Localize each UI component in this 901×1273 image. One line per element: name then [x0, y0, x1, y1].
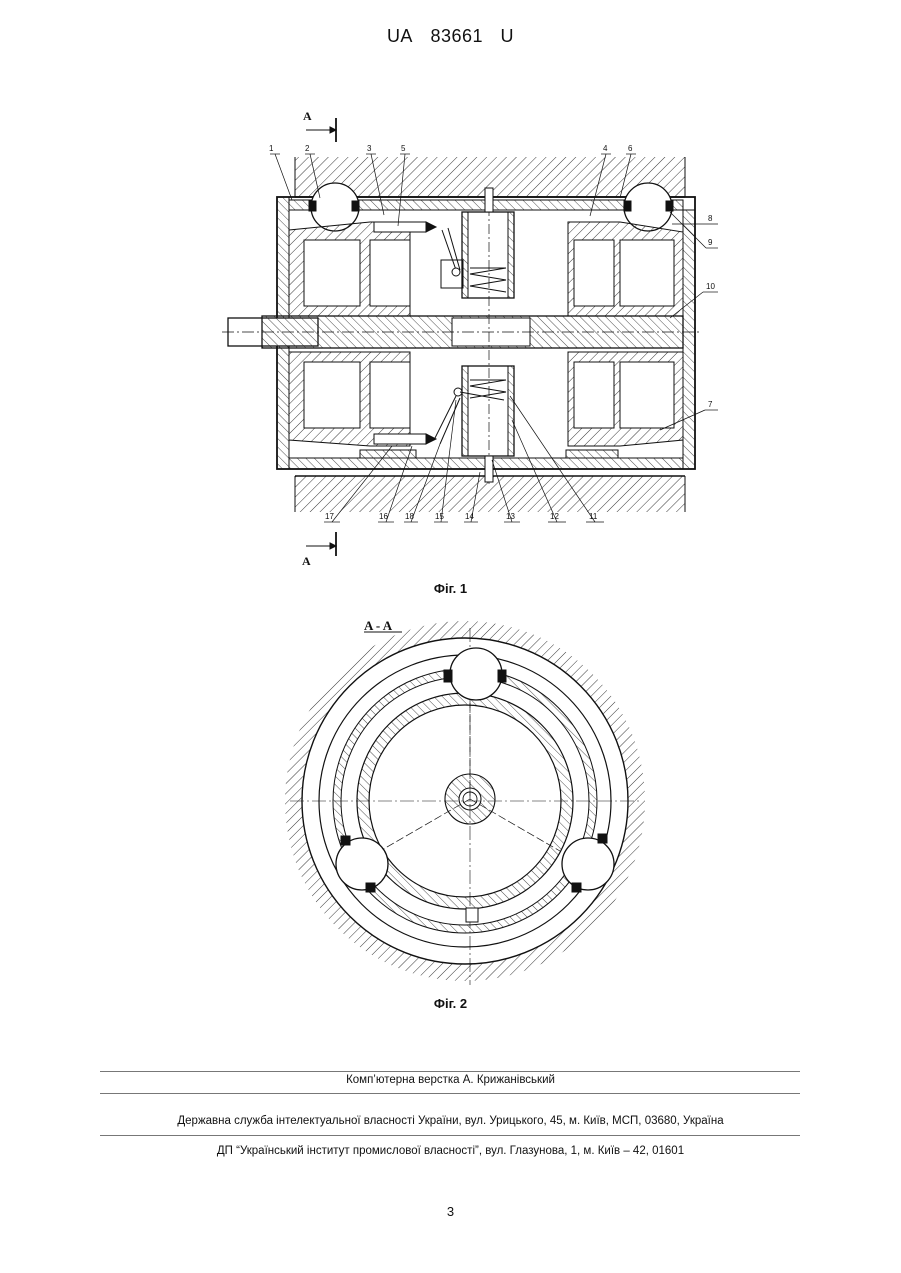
fig1-label-10: 10 [706, 282, 715, 291]
footer-institute-address: ДП “Український інститут промислової вла… [0, 1145, 901, 1157]
section-title-aa: A - A [364, 618, 393, 633]
fig1-label-7: 7 [708, 400, 713, 409]
fig1-label-14: 14 [465, 512, 474, 521]
fig1-label-6: 6 [628, 144, 633, 153]
footer-typesetter: Комп’ютерна верстка А. Крижанівський [0, 1074, 901, 1086]
fig1-label-11: 11 [589, 512, 598, 521]
fig1-label-5: 5 [401, 144, 406, 153]
section-mark-bottom: A [302, 554, 311, 568]
figure-2-drawing: A - A [285, 618, 645, 985]
footer-rule-1 [100, 1071, 800, 1072]
fig1-label-12: 12 [550, 512, 559, 521]
footer-office-address: Державна служба інтелектуальної власност… [0, 1115, 901, 1127]
fig1-label-17: 17 [325, 512, 334, 521]
fig1-label-16: 16 [379, 512, 388, 521]
figure-1-drawing: 1 2 3 5 4 6 8 9 10 7 17 16 18 15 14 13 1… [222, 109, 718, 568]
footer-rule-2 [100, 1093, 800, 1094]
figure-1-caption: Фіг. 1 [0, 581, 901, 596]
figure-2-caption: Фіг. 2 [0, 996, 901, 1011]
section-mark-top: A [303, 109, 312, 123]
fig1-label-18: 18 [405, 512, 414, 521]
footer-rule-3 [100, 1135, 800, 1136]
page-number: 3 [0, 1204, 901, 1219]
fig1-label-8: 8 [708, 214, 713, 223]
fig1-label-13: 13 [506, 512, 515, 521]
fig1-label-3: 3 [367, 144, 372, 153]
fig1-label-2: 2 [305, 144, 310, 153]
fig1-label-1: 1 [269, 144, 274, 153]
fig1-label-15: 15 [435, 512, 444, 521]
fig1-label-4: 4 [603, 144, 608, 153]
fig1-label-9: 9 [708, 238, 713, 247]
